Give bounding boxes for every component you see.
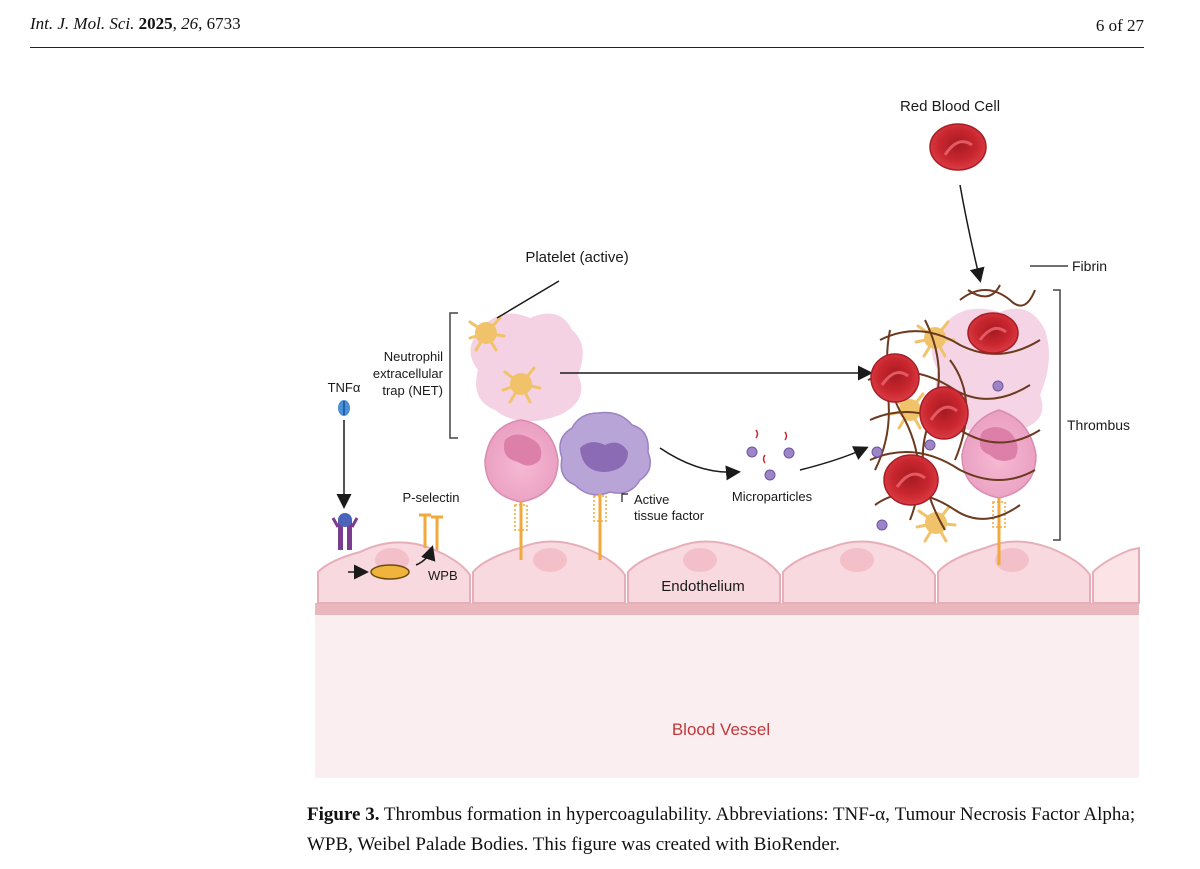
label-red-blood-cell: Red Blood Cell: [900, 98, 1000, 115]
label-platelet: Platelet (active): [525, 249, 628, 266]
basement-membrane: [315, 603, 1139, 615]
endothelial-cell: [627, 540, 781, 604]
caption-text: Thrombus formation in hypercoagulability…: [307, 804, 1136, 855]
page-header: Int. J. Mol. Sci. 2025, 26, 6733 6 of 27: [0, 0, 1200, 50]
nucleus: [683, 548, 717, 572]
tnf-receptor-icon: [331, 513, 359, 550]
wpb-body: [370, 564, 410, 580]
label-active-tf-line1: Active: [634, 492, 669, 507]
label-microparticles: Microparticles: [732, 489, 813, 504]
red-blood-cell-icon: [883, 454, 939, 506]
red-blood-cell-icon: [870, 353, 920, 403]
journal-name: Int. J. Mol. Sci.: [30, 14, 135, 33]
caption-label: Figure 3.: [307, 804, 380, 825]
endothelial-cell: [472, 540, 626, 604]
platelet-icon: [915, 505, 957, 543]
label-thrombus: Thrombus: [1067, 417, 1130, 433]
neutrophil-anchor: [514, 504, 528, 531]
label-tnfa: TNFα: [328, 380, 361, 395]
article-number: 6733: [206, 14, 241, 33]
label-net-line1: Neutrophil: [384, 349, 443, 364]
active-tf-bracket: [621, 493, 628, 502]
journal-year: 2025: [138, 14, 173, 33]
platelet-icon: [501, 366, 542, 404]
nucleus: [840, 548, 874, 572]
journal-volume: 26: [181, 14, 199, 33]
endothelial-cell: [1092, 546, 1140, 604]
monocyte-anchor: [593, 495, 607, 522]
label-blood-vessel: Blood Vessel: [672, 720, 770, 739]
net-cloud: [470, 313, 583, 422]
red-blood-cell-icon: [919, 386, 969, 440]
endothelial-cell: [782, 540, 936, 604]
page-number: 6 of 27: [1095, 16, 1144, 35]
red-blood-cell-icon: [967, 312, 1019, 354]
red-blood-cell-icon: [929, 123, 987, 171]
thrombus-neutrophil-nucleus: [979, 427, 1018, 461]
thrombus: [867, 284, 1049, 565]
header-rule: [30, 47, 1144, 48]
label-active-tf-line2: tissue factor: [634, 508, 705, 523]
monocyte-nucleus: [580, 442, 628, 472]
monocyte-to-microparticles-arrow: [659, 447, 741, 481]
endothelial-cell: [937, 540, 1091, 604]
label-p-selectin: P-selectin: [402, 490, 459, 505]
microparticles-icon: [746, 429, 795, 481]
wpb-to-pselectin-arrow: [415, 545, 436, 566]
p-selectin-icon: [419, 513, 443, 550]
microparticles-to-thrombus-arrow: [799, 446, 869, 471]
figure-caption: Figure 3. Thrombus formation in hypercoa…: [307, 800, 1147, 860]
label-fibrin: Fibrin: [1072, 258, 1107, 274]
microparticles-icon: [871, 380, 1004, 531]
nucleus: [533, 548, 567, 572]
thrombus-bracket: [1053, 289, 1061, 541]
nucleus: [995, 548, 1029, 572]
platelet-pointer: [496, 280, 560, 319]
neutrophil-nucleus: [503, 434, 542, 466]
label-endothelium: Endothelium: [661, 578, 744, 595]
label-wpb: WPB: [428, 568, 458, 583]
label-net-line3: trap (NET): [382, 383, 443, 398]
label-net-line2: extracellular: [373, 366, 444, 381]
platelet-icon: [468, 316, 506, 352]
rbc-to-thrombus-arrow: [959, 184, 985, 283]
blood-vessel: [315, 610, 1139, 778]
net-bracket: [449, 312, 458, 439]
journal-citation: Int. J. Mol. Sci. 2025, 26, 6733: [30, 14, 241, 33]
tnfa-molecule-icon: [338, 400, 350, 416]
